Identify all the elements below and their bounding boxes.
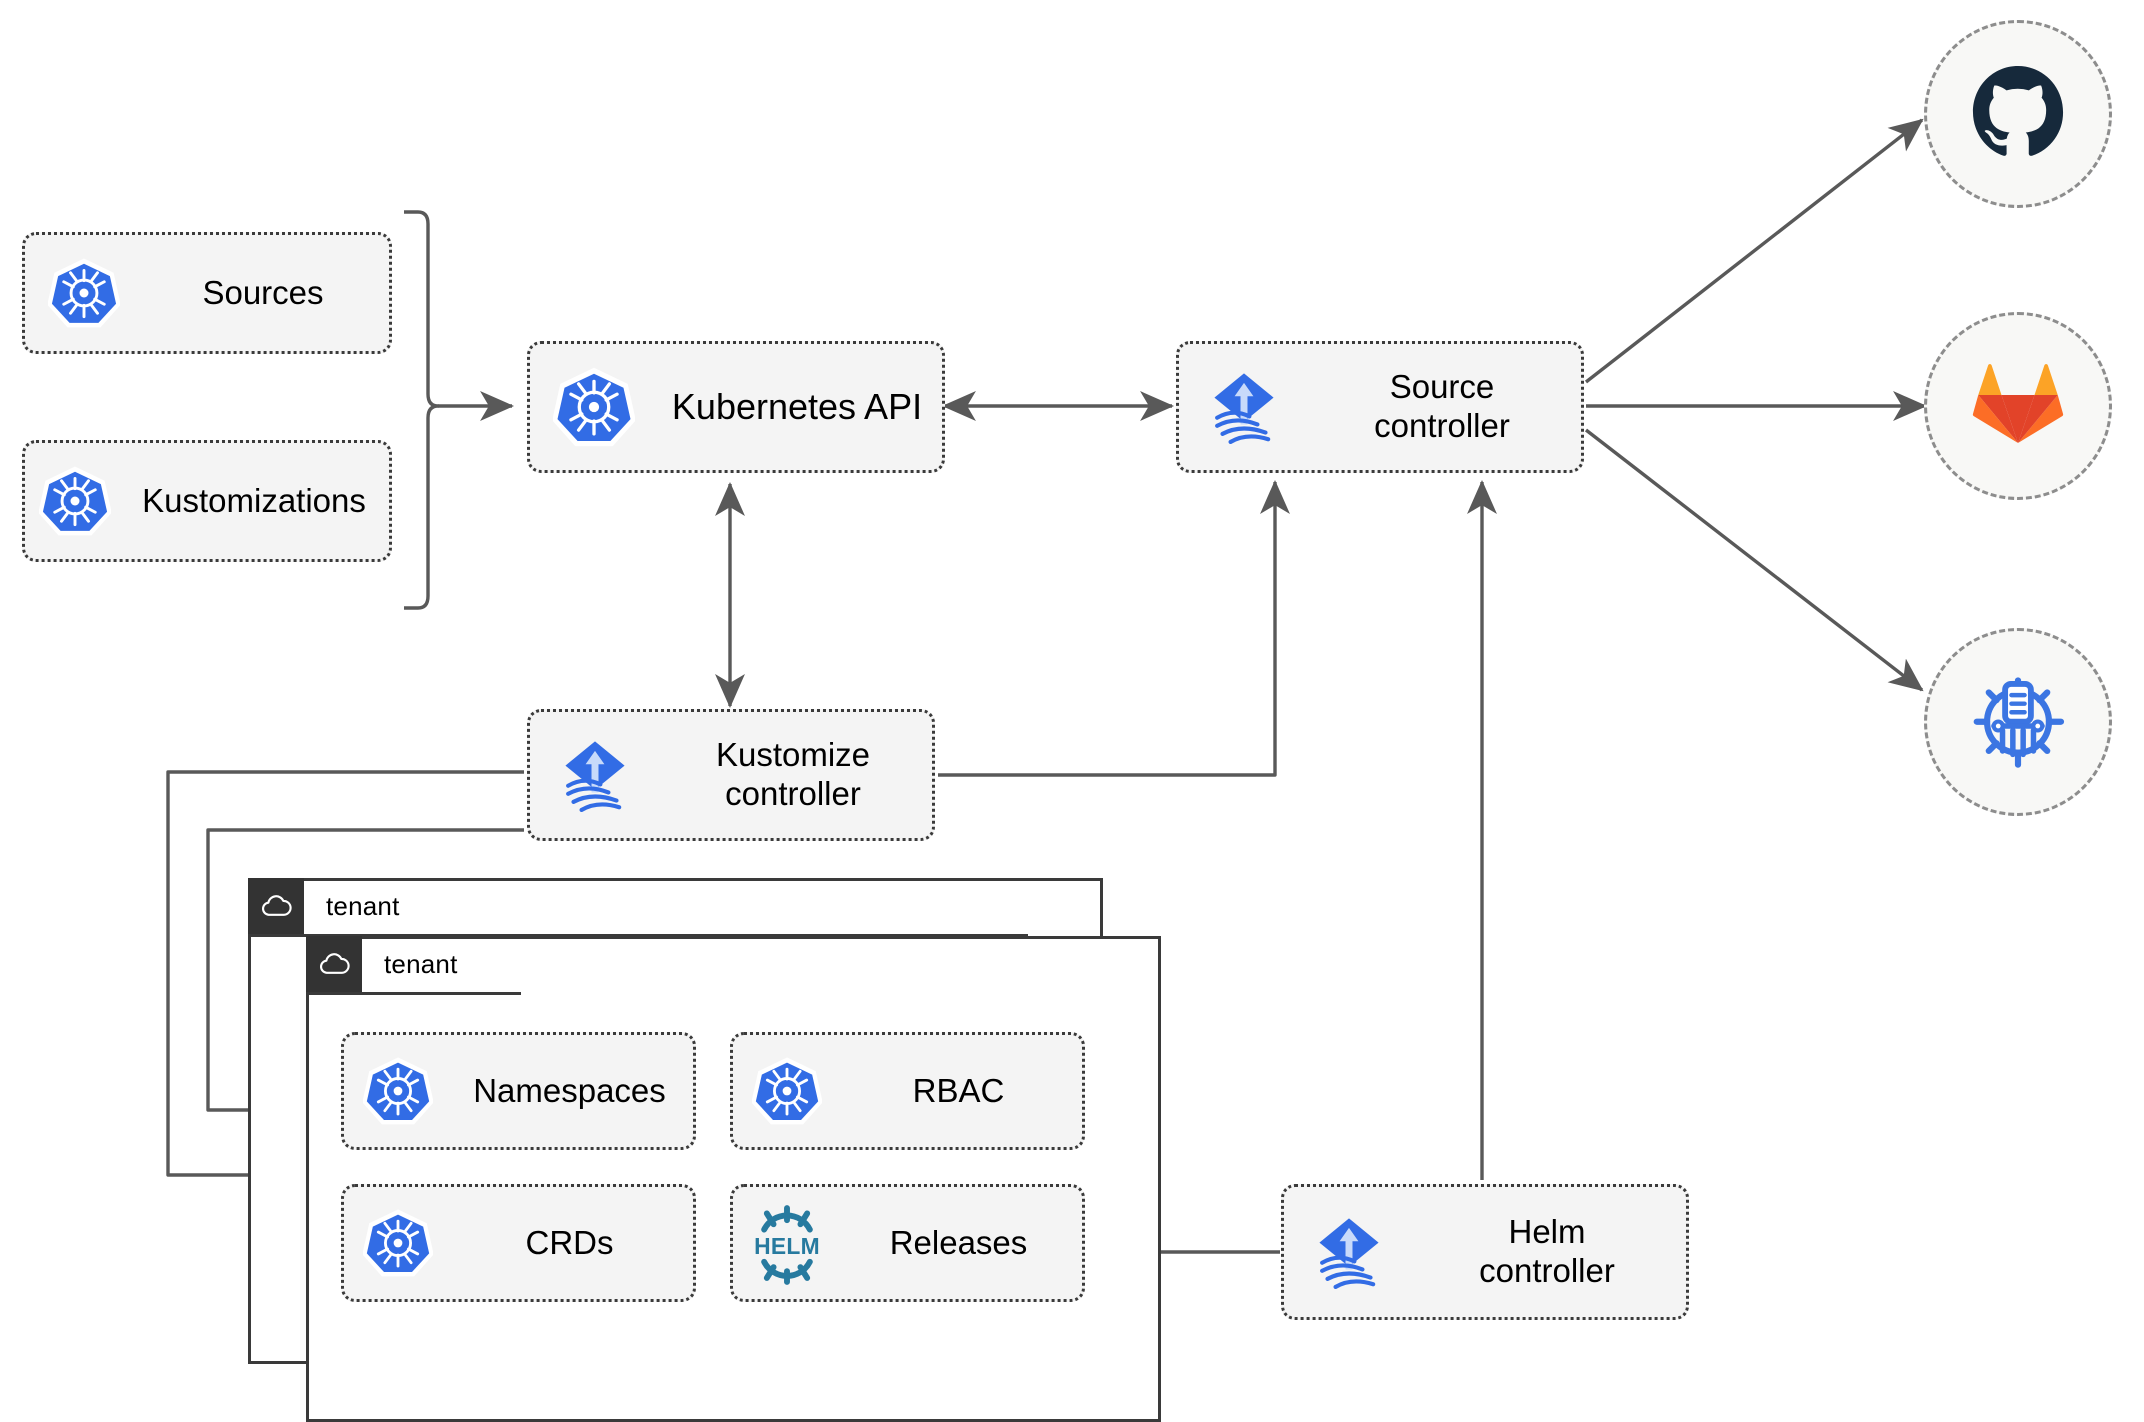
node-kubernetes-api[interactable]: Kubernetes API bbox=[527, 341, 945, 473]
kubernetes-icon bbox=[530, 366, 658, 448]
node-helm-controller[interactable]: Helm controller bbox=[1281, 1184, 1689, 1320]
node-rbac[interactable]: RBAC bbox=[730, 1032, 1085, 1150]
flux-icon bbox=[1179, 364, 1309, 450]
helm-icon: HELM bbox=[733, 1200, 841, 1286]
svg-text:HELM: HELM bbox=[754, 1233, 820, 1259]
node-kustomize-controller[interactable]: Kustomize controller bbox=[527, 709, 935, 841]
node-kustomizations[interactable]: Kustomizations bbox=[22, 440, 392, 562]
node-label: Kustomizations bbox=[142, 481, 366, 519]
github-icon bbox=[1970, 64, 2066, 165]
node-label: CRDs bbox=[525, 1223, 614, 1261]
tenant-label: tenant bbox=[384, 948, 458, 979]
kubernetes-icon bbox=[25, 465, 125, 537]
tenant-titlebar: tenant bbox=[306, 936, 521, 992]
cloud-icon bbox=[248, 878, 304, 934]
cloud-icon bbox=[306, 936, 362, 992]
node-label: RBAC bbox=[912, 1071, 1005, 1109]
provider-gitlab[interactable] bbox=[1924, 312, 2112, 500]
tenant-titlebar: tenant bbox=[248, 878, 1028, 934]
provider-helm-repository[interactable] bbox=[1924, 628, 2112, 816]
flux-icon bbox=[1284, 1209, 1414, 1295]
kubernetes-icon bbox=[344, 1056, 452, 1126]
edge-kustomizectl-sourcectl bbox=[938, 479, 1290, 777]
node-sources[interactable]: Sources bbox=[22, 232, 392, 354]
node-source-controller[interactable]: Source controller bbox=[1176, 341, 1584, 473]
node-label: Source controller bbox=[1374, 368, 1510, 444]
provider-github[interactable] bbox=[1924, 20, 2112, 208]
tenant-label: tenant bbox=[326, 890, 400, 921]
group-bracket bbox=[404, 210, 440, 610]
node-releases[interactable]: HELM Releases bbox=[730, 1184, 1085, 1302]
tenant-window-inner[interactable]: tenant bbox=[306, 936, 1161, 1422]
kubernetes-icon bbox=[733, 1056, 841, 1126]
flux-icon bbox=[530, 732, 660, 818]
gitlab-icon bbox=[1970, 356, 2066, 457]
node-label: Namespaces bbox=[473, 1071, 666, 1109]
edge-sourcectl-github bbox=[1584, 118, 1924, 384]
helm-repository-icon bbox=[1963, 665, 2073, 780]
node-label: Kustomize controller bbox=[715, 736, 871, 812]
kubernetes-icon bbox=[25, 257, 143, 329]
node-crds[interactable]: CRDs bbox=[341, 1184, 696, 1302]
edge-sourcectl-helmrepo bbox=[1584, 428, 1924, 692]
node-label: Helm controller bbox=[1479, 1213, 1615, 1289]
node-label: Releases bbox=[889, 1223, 1028, 1261]
node-namespaces[interactable]: Namespaces bbox=[341, 1032, 696, 1150]
node-label: Kubernetes API bbox=[671, 385, 923, 427]
kubernetes-icon bbox=[344, 1208, 452, 1278]
node-label: Sources bbox=[202, 273, 324, 311]
